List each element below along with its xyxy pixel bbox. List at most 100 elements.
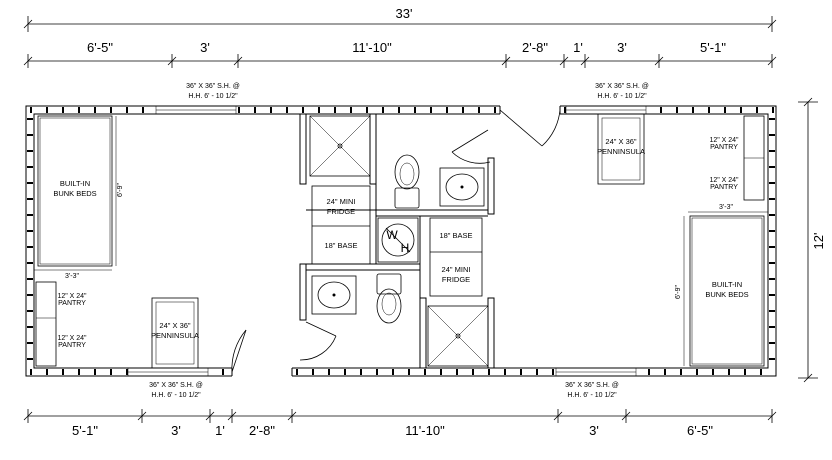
wall-stud bbox=[78, 369, 80, 375]
wall-stud bbox=[366, 107, 368, 113]
wall-stud bbox=[30, 107, 32, 113]
wall-stud bbox=[27, 342, 33, 344]
wall-stud bbox=[664, 369, 666, 375]
wall-stud bbox=[769, 246, 775, 248]
mini-fridge-left: 24" MINI FRIDGE 18" BASE bbox=[311, 185, 371, 265]
svg-text:36" X 36" S.H. @: 36" X 36" S.H. @ bbox=[186, 83, 240, 90]
overall-depth-dimension: 12' bbox=[798, 97, 826, 383]
svg-text:3'-3": 3'-3" bbox=[65, 273, 79, 280]
svg-text:BUNK BEDS: BUNK BEDS bbox=[705, 290, 748, 299]
wall-stud bbox=[27, 326, 33, 328]
wall-stud bbox=[27, 214, 33, 216]
wall-stud bbox=[110, 369, 112, 375]
svg-text:24" X 36": 24" X 36" bbox=[605, 137, 637, 146]
top-dim-2: 3' bbox=[200, 40, 210, 55]
wall-stud bbox=[46, 107, 48, 113]
wall-stud bbox=[142, 107, 144, 113]
wall-stud bbox=[382, 107, 384, 113]
svg-text:H.H. 6' - 10 1/2": H.H. 6' - 10 1/2" bbox=[151, 392, 201, 399]
wall-stud bbox=[708, 107, 710, 113]
svg-text:PANTRY: PANTRY bbox=[58, 342, 86, 349]
wall-stud bbox=[744, 369, 746, 375]
svg-text:FRIDGE: FRIDGE bbox=[327, 207, 355, 216]
wall-stud bbox=[676, 107, 678, 113]
overall-width-label: 33' bbox=[396, 6, 413, 21]
toilet-bottom bbox=[376, 273, 402, 324]
wall-stud bbox=[756, 107, 758, 113]
svg-text:PANTRY: PANTRY bbox=[710, 184, 738, 191]
svg-text:12" X 24": 12" X 24" bbox=[709, 177, 739, 184]
wall-stud bbox=[392, 369, 394, 375]
dimension-slash bbox=[287, 411, 297, 421]
svg-text:24" MINI: 24" MINI bbox=[327, 197, 356, 206]
bottom-dim-5: 11'-10" bbox=[405, 423, 445, 438]
wall-stud bbox=[456, 369, 458, 375]
wall-stud bbox=[376, 369, 378, 375]
wall-stud bbox=[769, 326, 775, 328]
dimension-slash bbox=[167, 56, 177, 66]
wall-stud bbox=[360, 369, 362, 375]
wall-stud bbox=[126, 107, 128, 113]
svg-text:12" X 24": 12" X 24" bbox=[709, 137, 739, 144]
bottom-dim-3: 1' bbox=[215, 423, 225, 438]
entry-door-top bbox=[499, 109, 561, 147]
wall-stud bbox=[27, 230, 33, 232]
wall-stud bbox=[769, 150, 775, 152]
wall-stud bbox=[27, 278, 33, 280]
mini-fridge-right: 18" BASE 24" MINI FRIDGE bbox=[429, 217, 483, 297]
bottom-dim-1: 5'-1" bbox=[72, 423, 98, 438]
svg-text:24" MINI: 24" MINI bbox=[442, 265, 471, 274]
overall-width-dimension: 33' bbox=[23, 6, 777, 32]
left-bunk-beds: BUILT-IN BUNK BEDS 6'-9" bbox=[37, 115, 124, 267]
svg-text:H: H bbox=[401, 241, 410, 255]
wall-stud bbox=[27, 118, 33, 120]
wall-stud bbox=[724, 107, 726, 113]
wall-stud bbox=[446, 107, 448, 113]
sink-bottom bbox=[311, 275, 357, 315]
wall-stud bbox=[504, 369, 506, 375]
wall-stud bbox=[494, 107, 496, 113]
svg-text:36" X 36" S.H. @: 36" X 36" S.H. @ bbox=[595, 83, 649, 90]
dimension-slash bbox=[23, 56, 33, 66]
svg-text:12" X 24": 12" X 24" bbox=[57, 293, 87, 300]
left-pantry: 3'-3" 12" X 24" PANTRY 12" X 24" PANTRY bbox=[34, 269, 112, 367]
wall-stud bbox=[27, 246, 33, 248]
shower-top bbox=[309, 115, 371, 177]
window-note-top-left: 36" X 36" S.H. @ H.H. 6' - 10 1/2" bbox=[186, 83, 240, 100]
wall-stud bbox=[772, 107, 774, 113]
bath-door-bottom bbox=[299, 321, 337, 361]
top-dim-7: 5'-1" bbox=[700, 40, 726, 55]
svg-text:PANTRY: PANTRY bbox=[710, 144, 738, 151]
svg-text:H.H. 6' - 10 1/2": H.H. 6' - 10 1/2" bbox=[567, 392, 617, 399]
wall-stud bbox=[344, 369, 346, 375]
wall-stud bbox=[350, 107, 352, 113]
wall-stud bbox=[62, 369, 64, 375]
wall-stud bbox=[696, 369, 698, 375]
wall-stud bbox=[27, 294, 33, 296]
wall-stud bbox=[296, 369, 298, 375]
wall-stud bbox=[27, 310, 33, 312]
wall-stud bbox=[46, 369, 48, 375]
svg-text:6'-9": 6'-9" bbox=[675, 285, 682, 299]
wall-stud bbox=[27, 134, 33, 136]
top-dimension-line: 6'-5" 3' 11'-10" 2'-8" 1' 3' 5'-1" bbox=[23, 40, 777, 68]
dimension-slash bbox=[227, 411, 237, 421]
dimension-slash bbox=[23, 411, 33, 421]
shower-bottom bbox=[427, 305, 489, 367]
dimension-slash bbox=[559, 56, 569, 66]
wall-stud bbox=[94, 107, 96, 113]
wall-stud bbox=[769, 294, 775, 296]
wall-stud bbox=[478, 107, 480, 113]
dimension-slash bbox=[205, 411, 215, 421]
wall-stud bbox=[488, 369, 490, 375]
wall-stud bbox=[286, 107, 288, 113]
wall-stud bbox=[238, 107, 240, 113]
wall-stud bbox=[27, 262, 33, 264]
wall-stud bbox=[462, 107, 464, 113]
svg-text:PENNINSULA: PENNINSULA bbox=[151, 331, 199, 340]
svg-text:FRIDGE: FRIDGE bbox=[442, 275, 470, 284]
water-heater: W H bbox=[377, 217, 419, 263]
bottom-dim-6: 3' bbox=[589, 423, 599, 438]
bottom-dimension-line: 5'-1" 3' 1' 2'-8" 11'-10" 3' 6'-5" bbox=[23, 409, 777, 438]
dimension-slash bbox=[767, 56, 777, 66]
